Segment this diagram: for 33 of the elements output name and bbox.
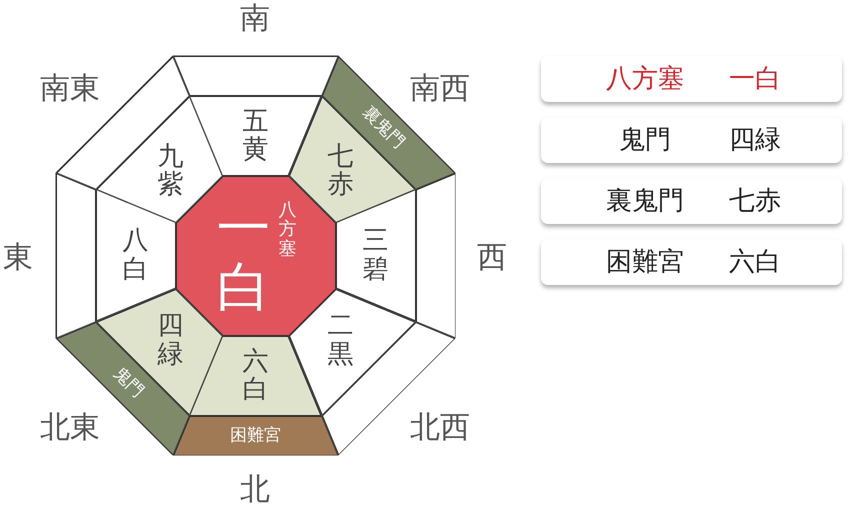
table-row-card (541, 56, 842, 102)
row-value: 一白 (729, 66, 781, 92)
band-label: 困難宮 (230, 427, 281, 444)
row-term: 裏鬼門 (606, 188, 684, 214)
row-value: 七赤 (729, 188, 781, 214)
direction-label: 南 (240, 4, 270, 34)
sector-label: 七赤 (327, 142, 354, 200)
direction-label: 北 (240, 475, 270, 505)
sector-label: 二黒 (327, 312, 354, 369)
sector-label: 九紫 (158, 142, 184, 200)
direction-label: 南東 (40, 74, 100, 104)
sector-label: 四緑 (158, 312, 184, 369)
row-term: 困難宮 (606, 249, 684, 275)
center-label: 一白 (216, 198, 270, 317)
direction-label: 北東 (40, 413, 100, 443)
direction-label: 東 (3, 243, 33, 273)
band-label: 裏鬼門 (358, 104, 407, 152)
sector-label: 六白 (242, 346, 268, 404)
sector-label: 三碧 (362, 226, 388, 284)
band-label: 鬼門 (110, 364, 146, 401)
direction-label: 西 (477, 243, 507, 273)
direction-label: 北西 (410, 413, 470, 443)
sector-label: 五黄 (242, 106, 268, 164)
direction-label: 南西 (410, 74, 470, 104)
table-row-card (541, 178, 842, 224)
row-value: 六白 (729, 249, 781, 275)
table-row-card (541, 117, 842, 163)
row-value: 四緑 (729, 127, 781, 153)
sector-label: 八白 (122, 226, 148, 284)
center-sublabel: 八方塞 (278, 200, 296, 260)
table-row-card (541, 239, 842, 285)
row-term: 鬼門 (619, 127, 671, 153)
row-term: 八方塞 (606, 66, 684, 92)
